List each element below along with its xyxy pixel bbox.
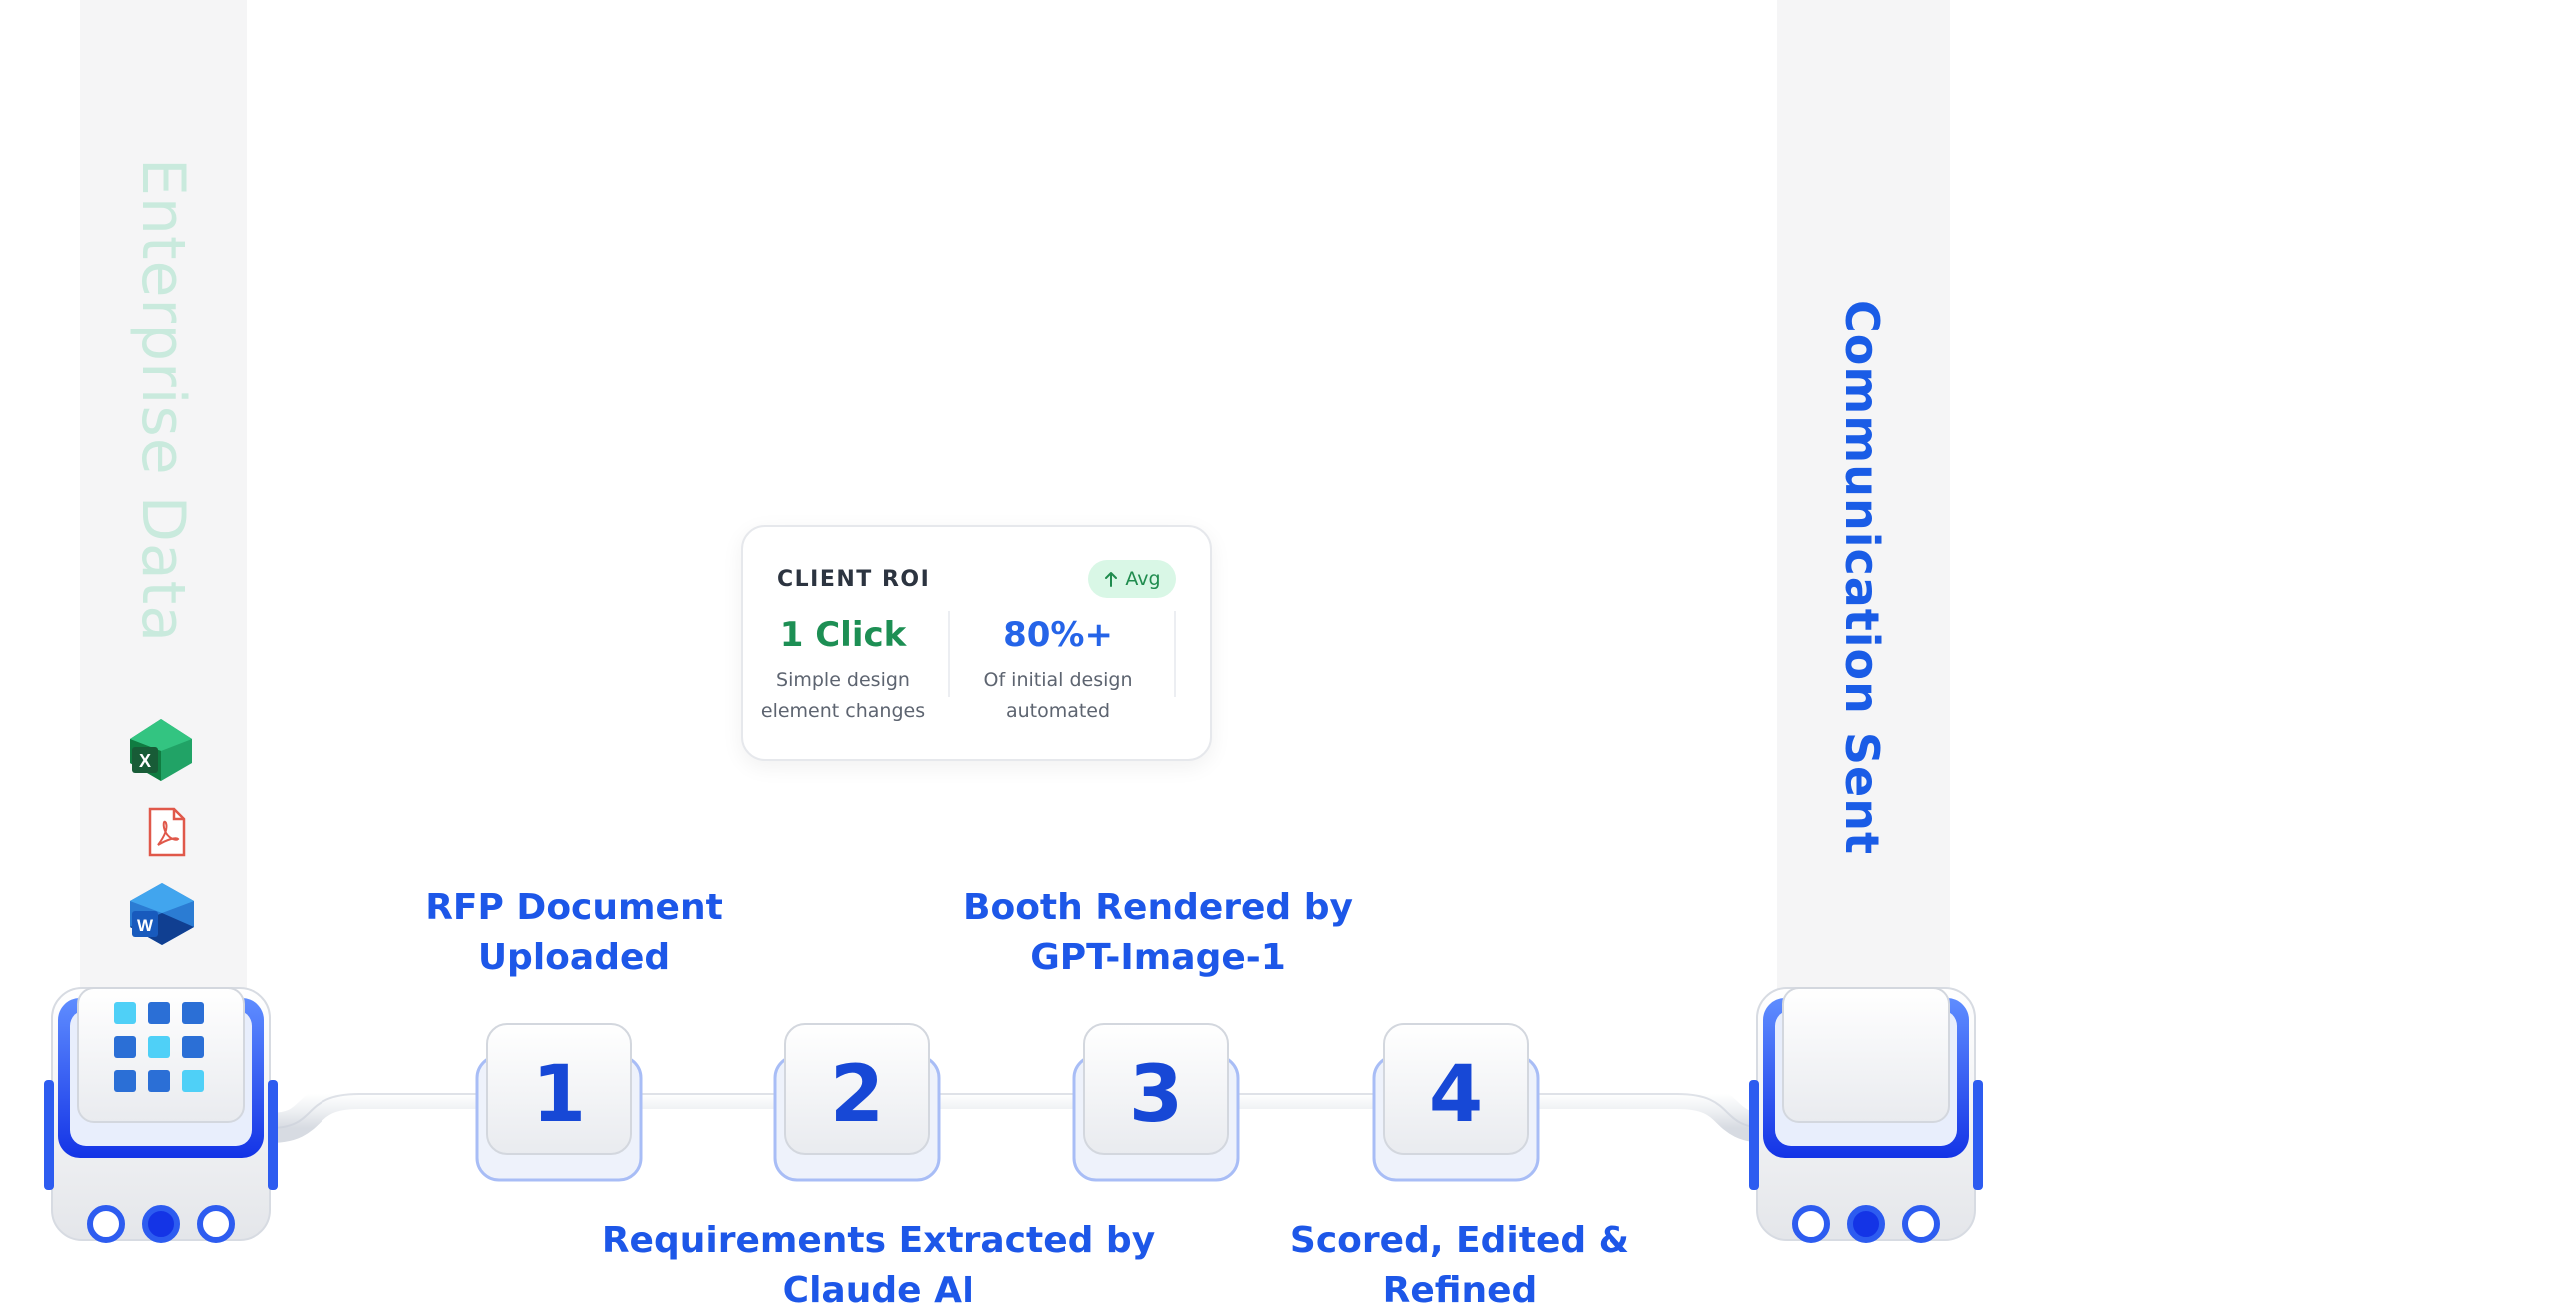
enterprise-data-label: Enterprise Data xyxy=(128,158,198,643)
step-key-4 xyxy=(1372,1023,1540,1182)
destination-hub xyxy=(1749,987,1983,1243)
step-4: 4 xyxy=(1381,1020,1531,1180)
svg-text:W: W xyxy=(137,916,154,935)
roi-metric-desc: Simple design element changes xyxy=(760,669,926,722)
roi-avg-badge: Avg xyxy=(1088,560,1176,598)
step-1-number: 1 xyxy=(531,1050,587,1140)
conveyor-track xyxy=(44,987,1983,1243)
source-hub xyxy=(44,987,278,1243)
communication-sent-label: Communication Sent xyxy=(1835,300,1889,855)
client-roi-card: CLIENT ROI Avg 1 Click Simple design ele… xyxy=(741,525,1212,761)
step-3-number: 3 xyxy=(1128,1050,1184,1140)
step-2-number: 2 xyxy=(829,1050,885,1140)
arrow-up-icon xyxy=(1105,572,1118,587)
roi-metric-value: 1 Click xyxy=(779,615,907,655)
step-3: 3 xyxy=(1081,1020,1231,1180)
step-4-number: 4 xyxy=(1428,1050,1484,1140)
word-icon: W xyxy=(130,883,194,945)
roi-metric-automation: 80%+ Of initial design automated xyxy=(943,615,1174,727)
step-key-2 xyxy=(773,1023,941,1182)
step-4-label: Scored, Edited & Refined xyxy=(1289,1220,1630,1311)
step-1-label: RFP Document Uploaded xyxy=(425,887,723,978)
roi-metric-clicks: 1 Click Simple design element changes xyxy=(743,615,943,727)
roi-divider xyxy=(948,611,950,697)
step-key-1 xyxy=(475,1023,643,1182)
roi-badge-label: Avg xyxy=(1125,568,1161,590)
step-key-3 xyxy=(1072,1023,1240,1182)
communication-sent-pillar xyxy=(1777,0,1950,998)
roi-metric-value: 80%+ xyxy=(1003,615,1113,655)
apps-grid-icon xyxy=(114,1002,204,1092)
roi-card-title: CLIENT ROI xyxy=(777,567,931,592)
pdf-icon xyxy=(148,807,186,857)
svg-text:X: X xyxy=(139,751,151,771)
excel-icon: X xyxy=(130,719,192,781)
step-3-label: Booth Rendered by GPT-Image-1 xyxy=(964,887,1353,978)
roi-metric-desc: Of initial design automated xyxy=(983,669,1133,722)
step-1: 1 xyxy=(484,1020,634,1180)
step-2: 2 xyxy=(782,1020,932,1180)
roi-divider xyxy=(1174,611,1176,697)
step-2-label: Requirements Extracted by Claude AI xyxy=(601,1220,1156,1311)
